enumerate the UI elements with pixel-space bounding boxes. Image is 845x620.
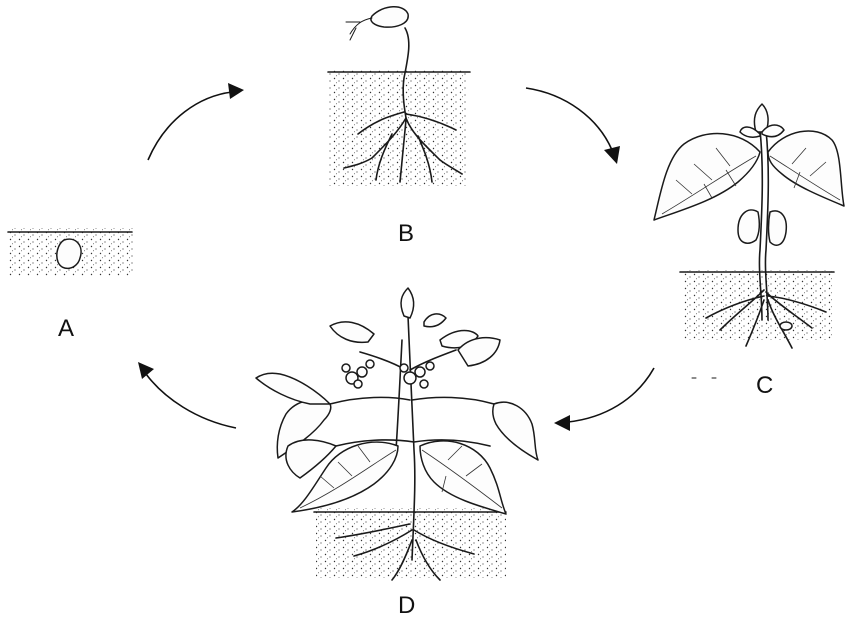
stage-label-b: B [398,222,414,246]
stage-label-a: A [58,317,74,341]
stage-b-seedling [328,7,470,186]
stage-b-soil [328,70,468,186]
stage-label-c: C [756,374,773,398]
cycle-arrow-b-to-c [526,88,620,164]
cycle-arrow-a-to-b [148,83,244,160]
stage-c-soil [682,270,832,340]
stage-d-flowers-left [342,360,374,388]
cycle-arrow-d-to-a [138,362,236,428]
stage-d-flowering-plant [256,288,538,580]
stage-a-seed [57,239,81,268]
cycle-arrow-c-to-d [554,368,654,431]
stage-a-seed-in-soil [8,228,133,276]
stage-label-d: D [398,594,415,618]
stage-c-young-plant [654,104,844,348]
